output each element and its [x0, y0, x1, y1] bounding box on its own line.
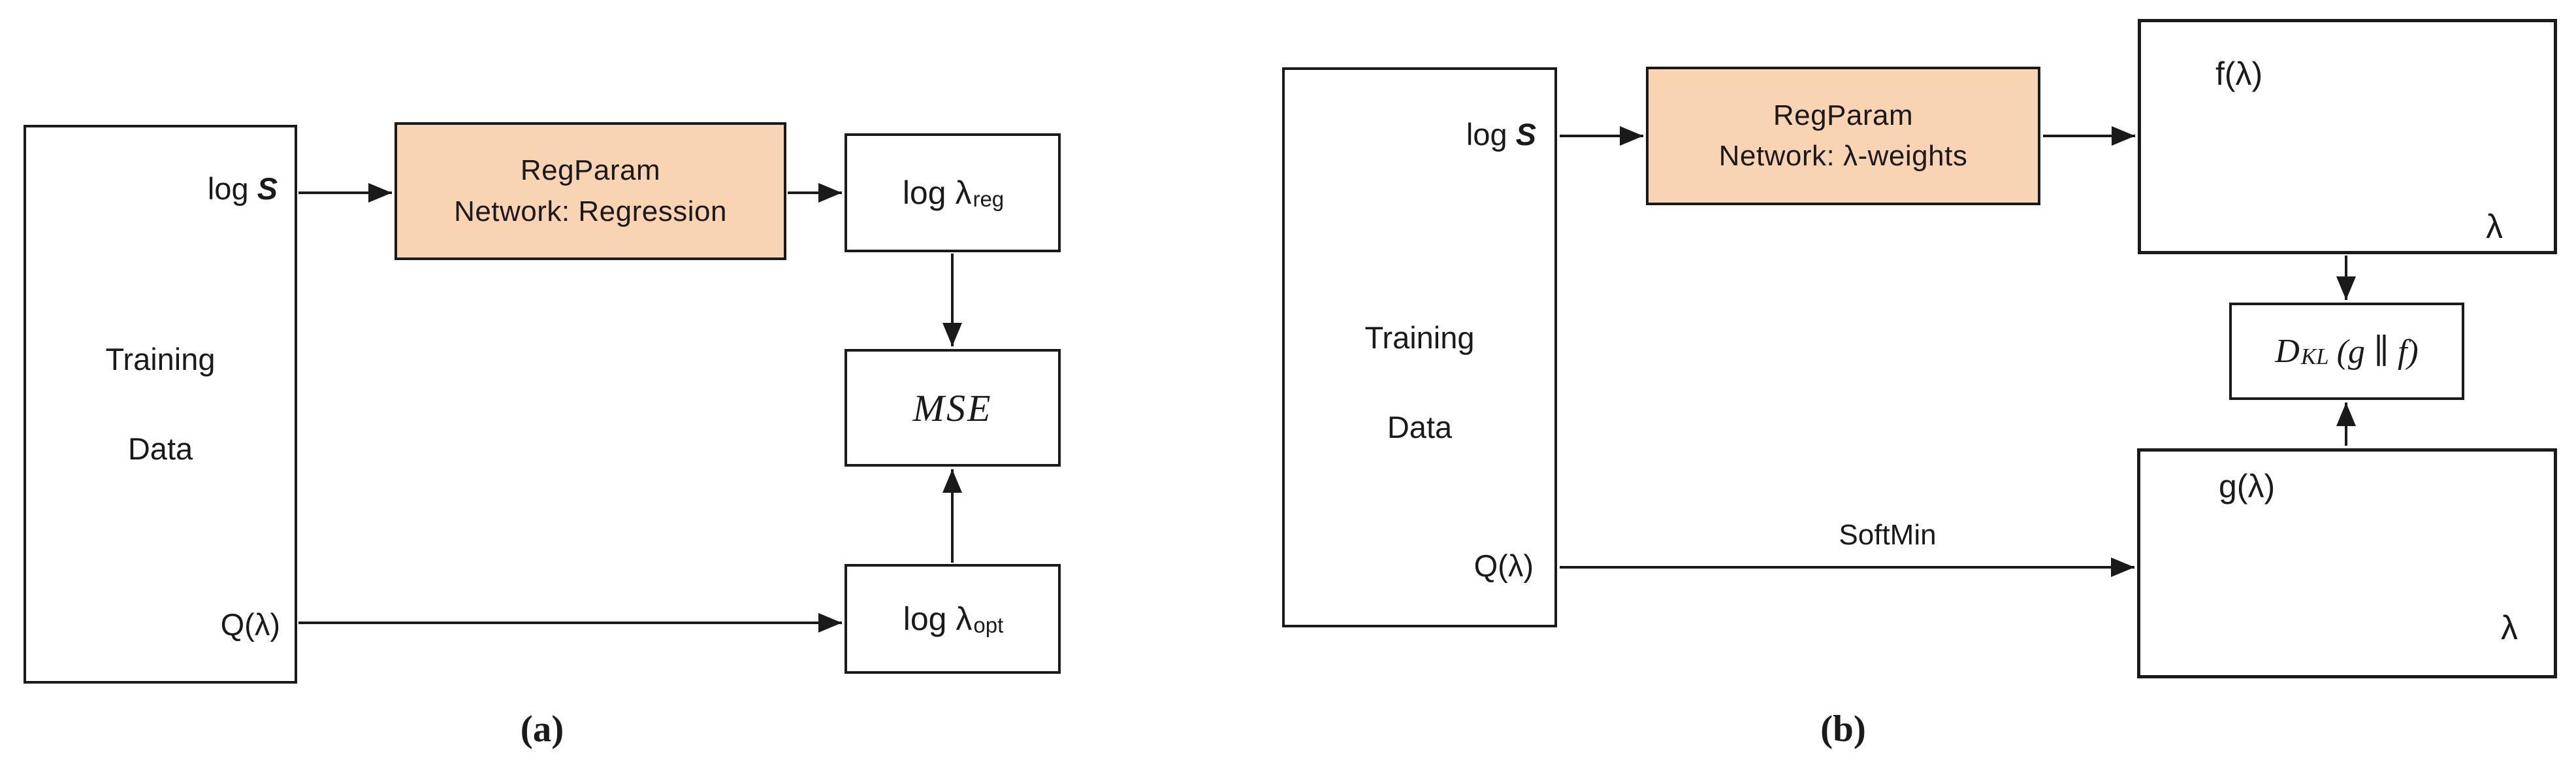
- regparam-line1-a: RegParam: [520, 154, 661, 187]
- mse-box: MSE: [845, 349, 1061, 467]
- dkl-symbol: D: [2275, 333, 2300, 370]
- log-lambda-reg-main: log λ: [902, 174, 972, 211]
- regparam-line1-b: RegParam: [1773, 99, 1914, 131]
- panel-caption-b: (b): [1820, 708, 1866, 750]
- training-line2-b: Data: [1387, 409, 1453, 444]
- log-s-prefix: log: [207, 171, 257, 206]
- mse-label: MSE: [912, 386, 993, 429]
- q-lambda-output-label-b: Q(λ): [1473, 548, 1534, 583]
- g-lambda-x-axis-label: λ: [2501, 609, 2518, 647]
- dkl-arguments: (g ∥ f): [2336, 333, 2419, 371]
- log-s-variable: S: [1515, 117, 1536, 152]
- regparam-network-box-a: RegParam Network: Regression: [394, 122, 786, 260]
- training-line1-b: Training: [1364, 320, 1475, 356]
- regparam-network-box-b: RegParam Network: λ-weights: [1646, 67, 2040, 205]
- training-data-box-b: log S Training Data Q(λ): [1282, 67, 1557, 627]
- log-s-output-label-b: log S: [1466, 116, 1536, 152]
- softmin-label: SoftMin: [1839, 519, 1937, 551]
- f-lambda-x-axis-label: λ: [2486, 208, 2503, 246]
- q-lambda-output-label-a: Q(λ): [220, 607, 280, 642]
- f-lambda-plot-box: f(λ) λ: [2138, 19, 2557, 254]
- panel-caption-a: (a): [520, 708, 564, 750]
- training-data-box-a: log S Training Data Q(λ): [24, 125, 297, 684]
- training-data-title-b: Training Data: [1285, 70, 1554, 625]
- log-s-output-label-a: log S: [208, 171, 278, 207]
- log-lambda-opt-main: log λ: [903, 601, 973, 637]
- f-lambda-axis-label: f(λ): [2215, 56, 2263, 92]
- training-data-title-a: Training Data: [26, 127, 295, 681]
- training-line2-a: Data: [127, 431, 193, 466]
- regparam-line2-b: Network: λ-weights: [1718, 140, 1968, 172]
- log-s-variable: S: [257, 171, 278, 206]
- g-lambda-plot-box: g(λ) λ: [2137, 448, 2557, 678]
- log-s-prefix: log: [1466, 117, 1516, 152]
- training-line1-a: Training: [105, 342, 216, 377]
- regparam-line2-a: Network: Regression: [454, 195, 727, 227]
- g-lambda-axis-label: g(λ): [2219, 468, 2276, 505]
